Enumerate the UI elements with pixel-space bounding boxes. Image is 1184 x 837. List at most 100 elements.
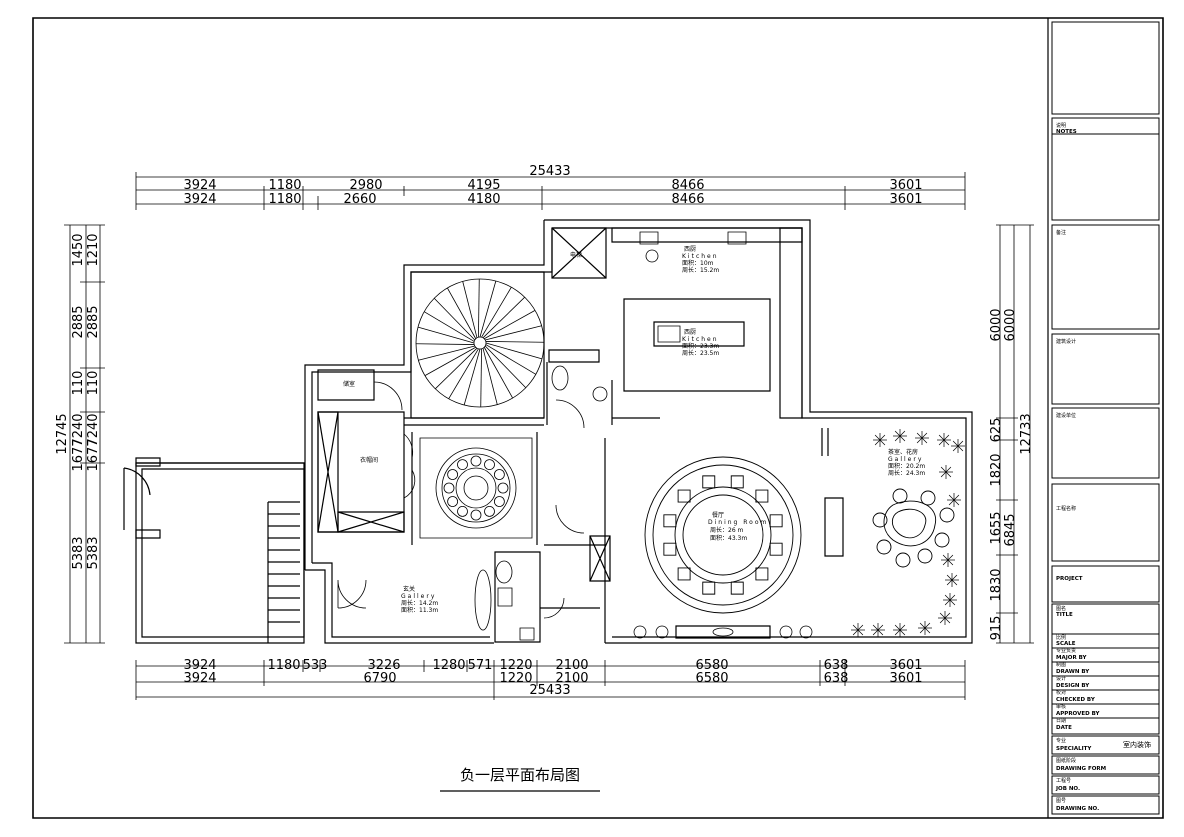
dim-top-total: 25433 bbox=[529, 164, 570, 179]
stair-tread bbox=[418, 327, 474, 343]
plant-leaf bbox=[917, 433, 922, 438]
plant-leaf bbox=[939, 440, 944, 445]
dim-top-2: 1180 bbox=[268, 178, 301, 193]
dim-top-5: 8466 bbox=[671, 178, 704, 193]
tea-table bbox=[873, 489, 954, 567]
notes-cn: 说明 bbox=[1056, 122, 1066, 129]
dim-top-6: 3601 bbox=[889, 178, 922, 193]
dim-top-r2-3: 2660 bbox=[343, 192, 376, 207]
plant-leaf bbox=[947, 575, 952, 580]
drawing-frame bbox=[33, 18, 1163, 818]
label-gallery-name: 茶室、花房 bbox=[888, 448, 918, 456]
dining-chair bbox=[731, 476, 743, 488]
medallion-petal bbox=[471, 456, 481, 466]
dim-bot-total: 25433 bbox=[529, 683, 570, 698]
plant-leaf bbox=[954, 495, 959, 500]
dining-chair bbox=[664, 543, 676, 555]
speciality-value: 室内装饰 bbox=[1123, 740, 1151, 749]
plant-leaf bbox=[878, 625, 883, 630]
plant-leaf bbox=[941, 467, 946, 472]
stair-tread bbox=[434, 298, 475, 340]
dim-left-r2-5: 5383 bbox=[86, 536, 101, 569]
stair-tread bbox=[449, 349, 479, 399]
label-kitchen2-perimeter: 周长：23.5m bbox=[682, 349, 719, 357]
plant-leaf bbox=[944, 440, 949, 445]
plant-leaf bbox=[875, 435, 880, 440]
plant-leaf bbox=[922, 438, 927, 443]
medallion-petal bbox=[444, 483, 454, 493]
label-foyer-en: Gallery bbox=[401, 593, 436, 600]
plant-leaf bbox=[946, 467, 951, 472]
dining-chair bbox=[756, 568, 768, 580]
room-labels: 电梯 西厨 Kitchen 面积：10m 周长：15.2m 西厨 Kitchen… bbox=[343, 246, 925, 614]
stair-tread bbox=[478, 279, 479, 337]
scale-label: SCALE bbox=[1056, 641, 1076, 647]
dining-chair bbox=[664, 515, 676, 527]
label-dining-name: 餐厅 bbox=[712, 511, 724, 519]
scale-cn: 比例 bbox=[1056, 634, 1066, 641]
stair-tread bbox=[486, 343, 542, 359]
stair-tread bbox=[424, 312, 474, 342]
dim-bot-r2-3: 1220 bbox=[499, 671, 532, 686]
plants bbox=[851, 429, 965, 637]
stair-tread bbox=[464, 349, 480, 405]
fixtures bbox=[475, 232, 812, 640]
major-cn: 专业负责 bbox=[1056, 647, 1076, 654]
dim-bot-1: 3924 bbox=[183, 658, 216, 673]
plant-leaf bbox=[939, 435, 944, 440]
title-block bbox=[1052, 22, 1159, 814]
dim-top-1: 3924 bbox=[183, 178, 216, 193]
drawn-cn: 制图 bbox=[1056, 661, 1066, 668]
approved-cn: 审核 bbox=[1056, 703, 1066, 710]
plant-leaf bbox=[878, 630, 883, 635]
plant-leaf bbox=[940, 613, 945, 618]
dim-left-5: 5383 bbox=[71, 536, 86, 569]
label-kitchen1-area: 面积：10m bbox=[682, 259, 714, 267]
label-dining-en: Dining Room bbox=[708, 519, 768, 526]
plant-leaf bbox=[950, 595, 955, 600]
stair-tread bbox=[425, 347, 476, 375]
label-gallery-en: Gallery bbox=[888, 456, 923, 463]
plant-leaf bbox=[948, 560, 953, 565]
label-foyer-perimeter: 面积：11.3m bbox=[401, 606, 438, 614]
dining-table bbox=[645, 457, 801, 613]
plant-leaf bbox=[853, 630, 858, 635]
plant-leaf bbox=[944, 435, 949, 440]
dining-chair bbox=[770, 515, 782, 527]
label-wardrobe: 衣帽间 bbox=[360, 456, 378, 464]
label-kitchen2-name: 西厨 bbox=[684, 329, 696, 336]
dim-right-6: 915 bbox=[989, 616, 1004, 641]
plant-leaf bbox=[945, 618, 950, 623]
plant-leaf bbox=[922, 433, 927, 438]
dim-bot-r2-4: 2100 bbox=[555, 671, 588, 686]
design-cn: 设计 bbox=[1056, 675, 1066, 682]
checked-cn: 校对 bbox=[1056, 689, 1066, 696]
dim-left-1: 1450 bbox=[71, 233, 86, 266]
stair-tread bbox=[485, 346, 526, 388]
speciality-cn: 专业 bbox=[1056, 737, 1066, 744]
plant-leaf bbox=[952, 580, 957, 585]
dim-bot-r2-7: 3601 bbox=[889, 671, 922, 686]
dim-left-r2-6: 1677 bbox=[86, 438, 101, 471]
left-dim-labels: 1450 2885 110 7240 5383 1677 1210 2885 1… bbox=[55, 233, 101, 569]
plant-leaf bbox=[958, 441, 963, 446]
stair-tread bbox=[482, 287, 512, 337]
dim-right-total: 12733 bbox=[1019, 413, 1034, 454]
dim-left-r2-1: 1210 bbox=[86, 233, 101, 266]
dim-bot-6: 571 bbox=[468, 658, 493, 673]
drawing-no-cn: 图号 bbox=[1056, 798, 1066, 804]
design-label: DESIGN BY bbox=[1056, 683, 1090, 689]
plant-leaf bbox=[953, 441, 958, 446]
dim-bot-9: 6580 bbox=[695, 658, 728, 673]
plant-leaf bbox=[925, 623, 930, 628]
title-cn: 图名 bbox=[1056, 605, 1066, 612]
dim-bot-r2-6: 638 bbox=[824, 671, 849, 686]
checked-label: CHECKED BY bbox=[1056, 697, 1096, 703]
dining-chair bbox=[703, 476, 715, 488]
notes-label: NOTES bbox=[1056, 129, 1077, 135]
dim-bot-2: 1180 bbox=[267, 658, 300, 673]
dim-bot-5: 1280 bbox=[432, 658, 465, 673]
plant-leaf bbox=[952, 575, 957, 580]
dim-bot-r2-1: 3924 bbox=[183, 671, 216, 686]
